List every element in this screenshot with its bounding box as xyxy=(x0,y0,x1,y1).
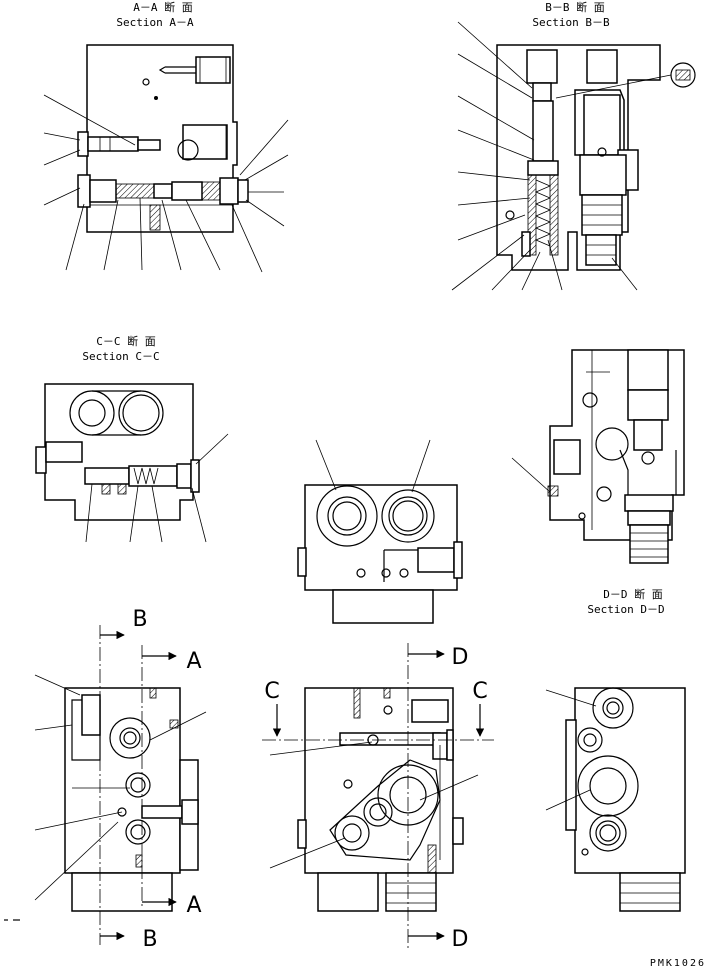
section-dd-title-jp: D－D 断 面 xyxy=(603,587,663,601)
section-cc-title-jp: C－C 断 面 xyxy=(96,334,156,348)
cut-marker-c-right: C xyxy=(472,679,487,704)
section-aa-title-jp: A－A 断 面 xyxy=(133,0,193,14)
section-aa-view: A－A 断 面 Section A－A xyxy=(43,0,289,273)
cut-marker-b-bottom: B xyxy=(142,927,157,952)
section-bb-title-en: Section B－B xyxy=(532,16,610,29)
cut-marker-d-bottom: D xyxy=(452,927,469,952)
section-cc-title-en: Section C－C xyxy=(82,350,159,363)
section-dd-view: D－D 断 面 Section D－D xyxy=(511,349,685,616)
cut-marker-a-top: A xyxy=(186,649,201,674)
section-cc-view: C－C 断 面 Section C－C xyxy=(35,334,229,543)
section-aa-title-en: Section A－A xyxy=(116,16,194,29)
cut-marker-b-top: B xyxy=(132,607,147,632)
section-bb-title-jp: B－B 断 面 xyxy=(545,0,605,14)
center-elevation-view xyxy=(297,439,463,624)
section-dd-title-en: Section D－D xyxy=(587,603,664,616)
cut-marker-d-top: D xyxy=(452,645,469,670)
bottom-right-view xyxy=(545,687,686,912)
bottom-left-view: B B A A xyxy=(4,607,207,952)
cut-marker-a-bottom: A xyxy=(186,893,201,918)
bottom-center-view: C C D D xyxy=(262,643,494,952)
section-bb-view: B－B 断 面 Section B－B xyxy=(451,0,696,291)
cut-marker-c-left: C xyxy=(264,679,279,704)
drawing-code: PMK1026 xyxy=(650,958,706,969)
